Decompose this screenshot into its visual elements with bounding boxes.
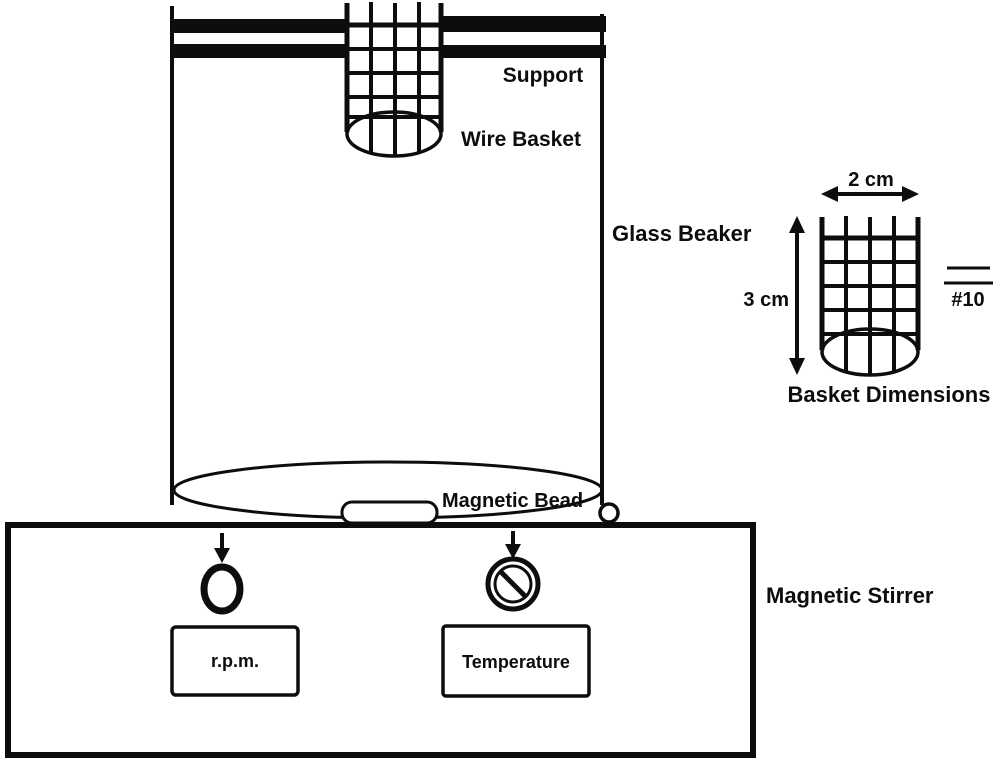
glass-beaker-label: Glass Beaker — [612, 221, 752, 246]
no-symbol-icon — [493, 564, 533, 604]
arrow-down-icon — [789, 358, 805, 375]
arrow-left-icon — [821, 186, 838, 202]
height-dimension-arrow — [789, 216, 805, 375]
rpm-knob — [200, 533, 244, 615]
down-arrow-icon — [214, 548, 230, 563]
support-bar-right — [443, 16, 606, 58]
temperature-display: Temperature — [441, 624, 591, 698]
beaker-foot-drop — [598, 502, 620, 524]
temperature-knob — [485, 531, 541, 612]
mesh-size-mark — [944, 266, 993, 285]
magnetic-bead — [340, 500, 620, 525]
wire-basket — [344, 2, 444, 158]
wire-basket-label: Wire Basket — [461, 128, 581, 151]
rpm-display-label: r.p.m. — [211, 651, 259, 671]
width-dimension-arrow — [821, 186, 919, 202]
mesh-size-label: #10 — [951, 289, 984, 311]
magnetic-stirrer-label: Magnetic Stirrer — [766, 583, 934, 608]
support-label: Support — [503, 64, 583, 87]
magnetic-bead-label: Magnetic Bead — [442, 490, 583, 512]
basket-detail: 2 cm 3 cm #10 Basket Dimensions — [743, 169, 993, 407]
basket-detail-mesh — [819, 216, 921, 377]
arrow-up-icon — [789, 216, 805, 233]
arrow-right-icon — [902, 186, 919, 202]
rpm-display: r.p.m. — [170, 625, 300, 697]
width-dimension-label: 2 cm — [848, 169, 894, 191]
basket-dimensions-caption: Basket Dimensions — [788, 382, 991, 407]
temperature-display-label: Temperature — [462, 652, 570, 672]
magnetic-stirrer-body — [5, 522, 756, 758]
support-bar-left — [170, 19, 348, 58]
down-arrow-icon — [505, 544, 521, 559]
height-dimension-label: 3 cm — [743, 289, 789, 311]
